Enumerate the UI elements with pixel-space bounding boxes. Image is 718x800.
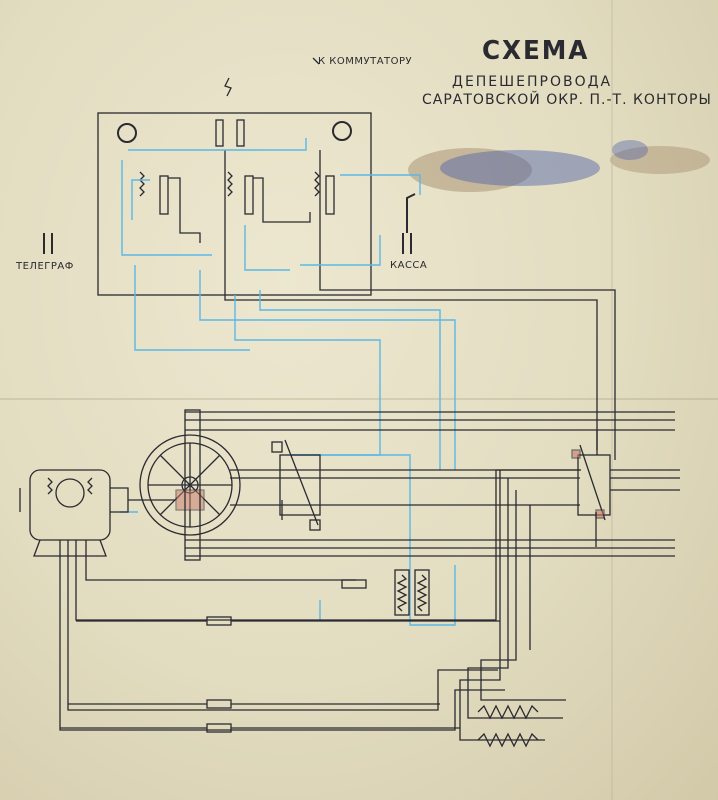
lever-switch (271, 439, 321, 531)
diagram-subtitle-line1: ДЕПЕШЕПРОВОДА (452, 74, 613, 90)
bottom-resistors (477, 704, 539, 748)
resistor-loops (459, 470, 566, 741)
motor-wires (59, 469, 581, 731)
diagram-title: СХЕМА (482, 36, 590, 66)
coil-resistors (394, 569, 430, 616)
main-bus-lines (185, 411, 680, 557)
diagram-subtitle-line2: САРАТОВСКОЙ ОКР. П.-Т. КОНТОРЫ (422, 92, 712, 108)
blue-wires (120, 138, 456, 626)
electric-motor (19, 469, 175, 557)
switch-panel (97, 112, 616, 460)
label-commutator: К КОММУТАТОРУ (318, 56, 413, 67)
bottom-wires (60, 620, 500, 729)
label-telegraph: ТЕЛЕГРАФ (16, 261, 74, 272)
fuses (206, 579, 367, 733)
cashier-terminal (402, 233, 412, 254)
cashier-lead (406, 193, 416, 233)
commutator-lead (224, 57, 320, 97)
label-cashier: КАССА (390, 260, 428, 271)
terminal-block (571, 430, 611, 547)
distributor-wheel (139, 409, 241, 561)
ink-stamp (408, 140, 710, 192)
paper-fold-line (0, 398, 718, 400)
telegraph-terminal (43, 233, 53, 254)
